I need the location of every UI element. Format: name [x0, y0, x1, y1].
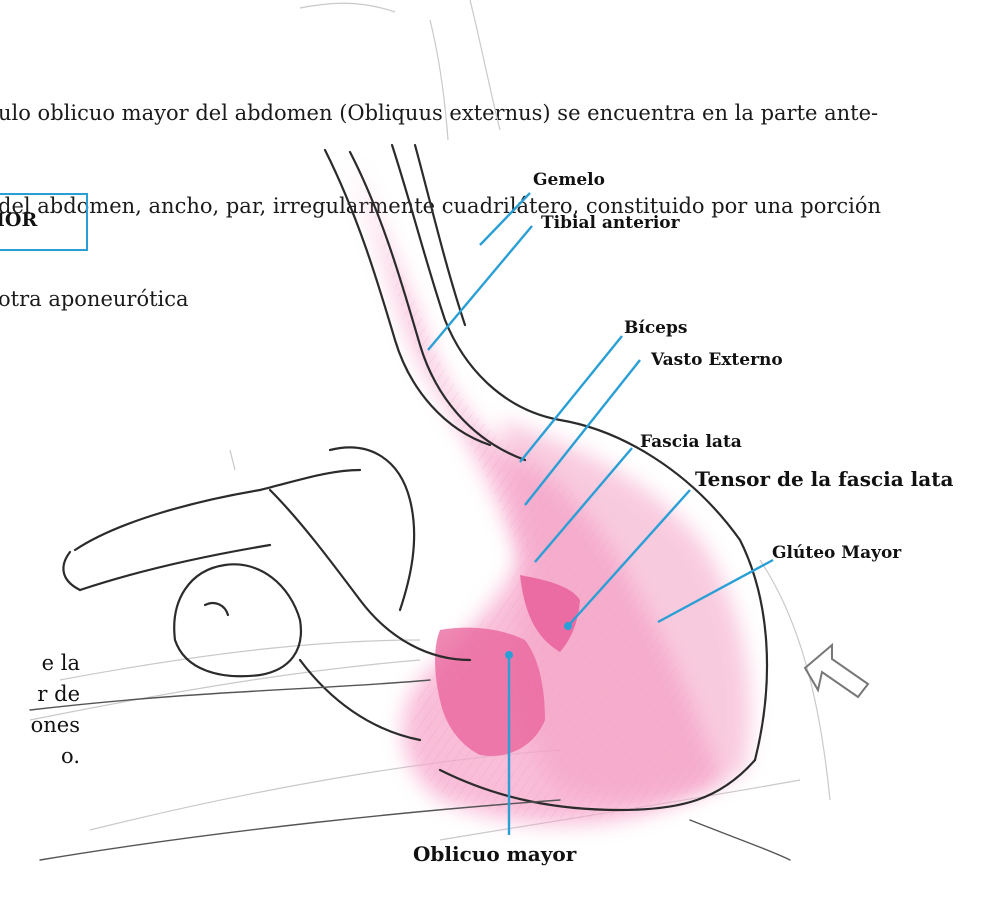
side-paragraph: e la r de ones o. [0, 648, 80, 772]
label-tensor: Tensor de la fascia lata [695, 467, 954, 491]
leg-muscles [350, 160, 750, 825]
figure-sketch [29, 143, 791, 861]
label-gemelo: Gemelo [533, 170, 605, 190]
label-vasto-externo: Vasto Externo [651, 350, 783, 370]
label-biceps: Bíceps [624, 318, 688, 338]
intro-line: otra aponeurótica [0, 287, 189, 311]
leader-dots [505, 622, 572, 659]
section-heading-box: IOR [0, 193, 88, 251]
label-fascia-lata: Fascia lata [640, 432, 742, 452]
label-oblicuo-mayor: Oblicuo mayor [413, 842, 577, 866]
side-line: o. [61, 744, 80, 768]
arrow-icon [803, 642, 870, 699]
side-line: r de [37, 682, 80, 706]
intro-line: ulo oblicuo mayor del abdomen (Obliquus … [0, 101, 879, 125]
leader-lines [427, 192, 774, 835]
section-heading: IOR [0, 209, 38, 231]
side-line: e la [41, 651, 80, 675]
label-tibial-anterior: Tibial anterior [541, 213, 680, 233]
side-line: ones [30, 713, 80, 737]
label-gluteo-mayor: Glúteo Mayor [772, 543, 902, 563]
